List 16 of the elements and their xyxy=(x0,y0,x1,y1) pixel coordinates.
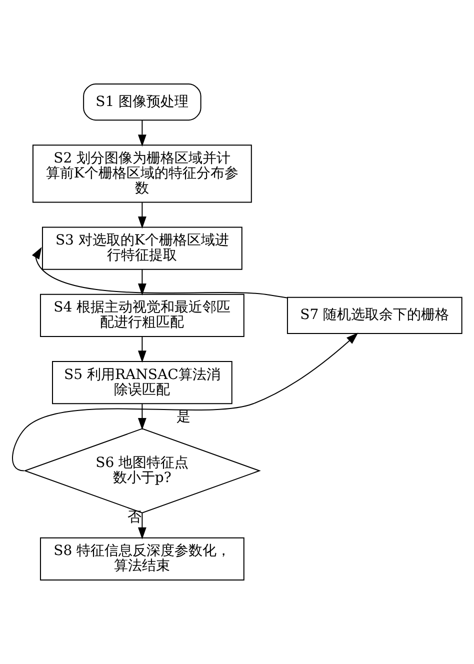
node-box: S8 特征信息反深度参数化，算法结束 xyxy=(40,537,244,580)
arrow xyxy=(138,404,146,430)
arrow xyxy=(138,336,146,363)
node-box: S7 随机选取余下的栅格 xyxy=(286,296,462,334)
node-box: S4 根据主动视觉和最近邻匹配进行粗匹配 xyxy=(40,294,244,337)
node-box: S2 划分图像为栅格区域并计算前K个栅格区域的特征分布参数 xyxy=(32,144,252,203)
node-box: S1 图像预处理 xyxy=(83,84,202,121)
arrow xyxy=(138,202,146,229)
node-box: S3 对选取的K个栅格区域进行特征提取 xyxy=(42,226,242,270)
arrow xyxy=(138,269,146,296)
arrow xyxy=(138,120,146,147)
edge-label: 是 xyxy=(176,409,190,426)
arrow xyxy=(32,247,288,298)
arrow xyxy=(138,512,146,540)
node-box: S5 利用RANSAC算法消除误匹配 xyxy=(52,361,232,404)
arrow xyxy=(12,332,358,472)
